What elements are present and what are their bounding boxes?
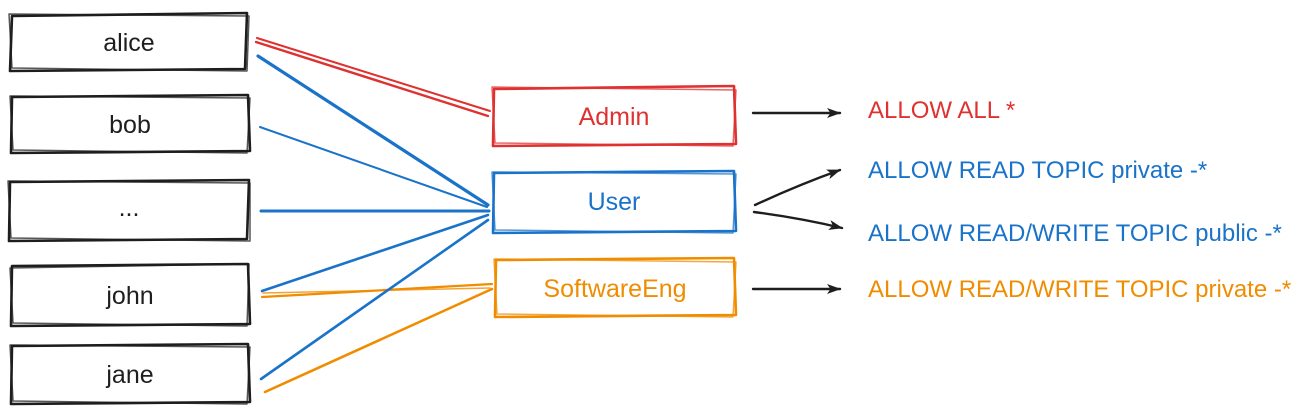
user-box-alice: alice: [8, 11, 250, 73]
user-box-ellipsis-outline: [7, 178, 251, 243]
role-box-softwareeng-outline: [493, 256, 738, 319]
role-box-admin-label: Admin: [579, 103, 650, 131]
user-box-jane-label: jane: [105, 361, 153, 389]
user-box-john-label: john: [105, 282, 153, 310]
permission-labels: ALLOW ALL * ALLOW READ TOPIC private -* …: [868, 97, 1291, 303]
arrow-user-to-allow-read-private: [753, 168, 842, 207]
user-box-bob: bob: [9, 93, 252, 155]
user-box-ellipsis: ...: [7, 178, 251, 243]
user-box-bob-outline-sketch: [9, 95, 251, 154]
role-box-softwareeng: SoftwareEng: [493, 256, 738, 319]
role-box-user-outline: [491, 169, 738, 235]
arrow-user-to-allow-readwrite-public: [752, 210, 844, 230]
edge-jane-user: [259, 218, 490, 381]
user-box-jane: jane: [9, 342, 252, 406]
edge-alice-admin-sketch: [254, 40, 490, 118]
permission-label-allow-all: ALLOW ALL *: [868, 97, 1015, 124]
user-box-bob-outline: [9, 93, 252, 155]
role-box-user: User: [491, 169, 738, 235]
role-box-user-label: User: [588, 188, 641, 216]
edge-john-softwareeng-sketch: [262, 287, 491, 294]
permission-label-allow-readwrite-topic-private: ALLOW READ/WRITE TOPIC private -*: [868, 276, 1291, 303]
role-box-softwareeng-label: SoftwareEng: [543, 275, 686, 303]
role-box-admin-outline: [491, 84, 738, 148]
edge-john-user: [260, 213, 490, 293]
role-box-user-outline-sketch: [491, 171, 737, 234]
role-box-softwareeng-outline-sketch: [493, 258, 737, 318]
user-box-jane-outline-sketch: [9, 344, 251, 405]
user-box-john: john: [9, 262, 252, 328]
user-box-alice-label: alice: [103, 29, 154, 57]
user-box-ellipsis-outline-sketch: [7, 180, 251, 242]
edge-bob-user: [259, 126, 488, 208]
permission-label-allow-read-topic-private: ALLOW READ TOPIC private -*: [868, 157, 1207, 184]
role-box-admin-outline-sketch: [491, 86, 737, 147]
user-box-ellipsis-label: ...: [119, 194, 140, 222]
permission-label-allow-readwrite-topic-public: ALLOW READ/WRITE TOPIC public -*: [868, 220, 1282, 247]
edge-jane-softwareeng: [263, 287, 494, 394]
role-box-admin: Admin: [491, 84, 738, 148]
user-box-bob-label: bob: [109, 111, 151, 139]
user-role-edges: [254, 37, 494, 394]
user-box-alice-outline-sketch: [8, 13, 250, 72]
edge-alice-admin: [256, 37, 491, 112]
user-box-john-outline-sketch: [9, 263, 250, 327]
user-box-jane-outline: [9, 342, 252, 406]
role-permission-arrows: [751, 108, 844, 294]
edge-alice-user: [256, 54, 490, 207]
